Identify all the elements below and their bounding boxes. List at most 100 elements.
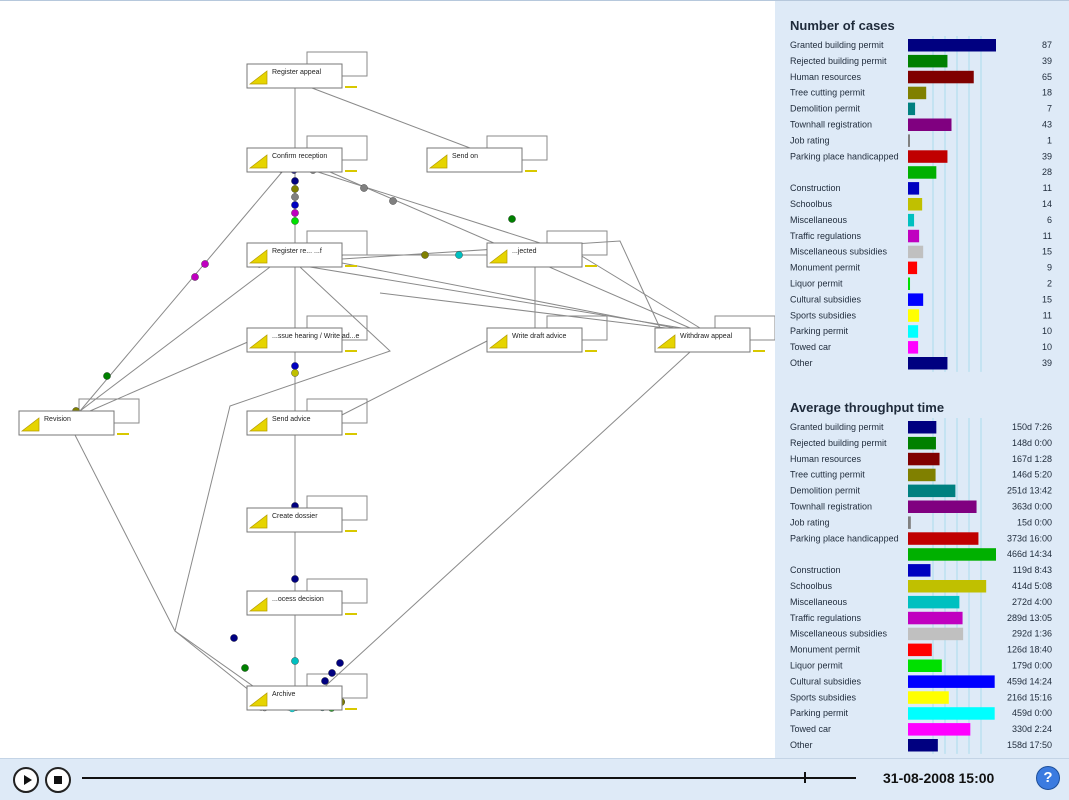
throughput-bar xyxy=(908,595,960,609)
activity-withdraw[interactable]: Withdraw appeal xyxy=(654,327,765,353)
activity-create-dossier[interactable]: Create dossier xyxy=(246,507,357,533)
throughput-row-label: Sports subsidies xyxy=(790,692,857,702)
throughput-row-value: 373d 16:00 xyxy=(1007,533,1052,543)
play-button[interactable] xyxy=(13,767,39,793)
throughput-bar xyxy=(908,675,995,688)
throughput-row-value: 148d 0:00 xyxy=(1012,438,1052,448)
flow-edge xyxy=(311,87,471,149)
activity-register-appeal[interactable]: Register appeal xyxy=(246,63,357,89)
cases-row-value: 28 xyxy=(1042,167,1052,177)
cases-row-label: Construction xyxy=(790,183,841,193)
case-token xyxy=(291,369,299,377)
self-loop-edge xyxy=(306,398,368,424)
timeline-slider[interactable] xyxy=(82,777,856,779)
cases-bar xyxy=(908,277,911,290)
help-button[interactable]: ? xyxy=(1036,766,1060,790)
throughput-row-value: 289d 13:05 xyxy=(1007,613,1052,623)
flow-edge xyxy=(379,292,691,332)
cases-row-value: 87 xyxy=(1042,40,1052,50)
cases-row-value: 10 xyxy=(1042,342,1052,352)
activity-icon xyxy=(248,597,268,612)
activity-send-advice[interactable]: Send advice xyxy=(246,410,357,436)
cases-row-label: Parking permit xyxy=(790,326,849,336)
activity-icon xyxy=(248,249,268,264)
cases-row-label: Miscellaneous subsidies xyxy=(790,247,888,257)
activity-queue-marker xyxy=(345,708,357,710)
cases-row-value: 14 xyxy=(1042,199,1052,209)
activity-icon xyxy=(248,154,268,169)
flow-edge xyxy=(341,240,661,329)
self-loop-edge xyxy=(306,673,368,699)
activity-send-on[interactable]: Send on xyxy=(426,147,537,173)
cases-bar xyxy=(908,198,923,211)
throughput-row-label: Townhall registration xyxy=(790,502,872,512)
activity-icon xyxy=(248,334,268,349)
throughput-row-label: Demolition permit xyxy=(790,486,861,496)
flow-edge xyxy=(341,262,691,332)
activity-queue-marker xyxy=(345,170,357,172)
cases-row-label: Granted building permit xyxy=(790,40,884,50)
throughput-row-label: Parking permit xyxy=(790,708,849,718)
self-loop-edge xyxy=(306,135,368,161)
throughput-row-value: 216d 15:16 xyxy=(1007,692,1052,702)
activity-register-request[interactable]: Register re... ...f xyxy=(246,242,357,268)
self-loop-edge xyxy=(306,51,368,77)
throughput-row-value: 466d 14:34 xyxy=(1007,549,1052,559)
throughput-row-label: Other xyxy=(790,740,813,750)
cases-row-label: Tree cutting permit xyxy=(790,88,865,98)
case-token xyxy=(291,177,299,185)
self-loop-edge xyxy=(546,315,608,341)
activity-icon xyxy=(248,70,268,85)
throughput-panel-title: Average throughput time xyxy=(790,400,945,415)
cases-row-label: Townhall registration xyxy=(790,120,872,130)
throughput-row-label: Human resources xyxy=(790,454,862,464)
activity-icon xyxy=(20,417,40,432)
case-token xyxy=(508,215,516,223)
activity-confirm-reception[interactable]: Confirm reception xyxy=(246,147,357,173)
activity-icon xyxy=(248,514,268,529)
cases-row-label: Sports subsidies xyxy=(790,310,857,320)
throughput-row-value: 119d 8:43 xyxy=(1013,565,1052,575)
activity-label: ...ocess decision xyxy=(272,596,324,603)
activity-rejected[interactable]: ...jected xyxy=(486,242,597,268)
stop-button[interactable] xyxy=(45,767,71,793)
activity-label: Revision xyxy=(44,416,71,423)
throughput-bar xyxy=(908,532,979,545)
current-datetime: 31-08-2008 15:00 xyxy=(883,770,995,786)
throughput-row-label: Rejected building permit xyxy=(790,438,887,448)
activity-process-decision[interactable]: ...ocess decision xyxy=(246,590,357,616)
throughput-row-value: 251d 13:42 xyxy=(1007,486,1052,496)
cases-bar xyxy=(908,134,910,147)
activity-hearing[interactable]: ...ssue hearing / Write ad...e xyxy=(246,327,360,353)
cases-row-label: Miscellaneous xyxy=(790,215,848,225)
cases-row-value: 2 xyxy=(1047,279,1052,289)
cases-row-value: 43 xyxy=(1042,120,1052,130)
case-token xyxy=(421,251,429,259)
throughput-row-value: 330d 2:24 xyxy=(1012,724,1052,734)
flow-edges xyxy=(74,51,775,699)
cases-bar xyxy=(908,213,915,227)
activity-revision[interactable]: Revision xyxy=(18,410,129,436)
cases-row-label: Traffic regulations xyxy=(790,231,862,241)
activity-label: ...jected xyxy=(512,248,537,255)
cases-bar xyxy=(908,86,927,100)
throughput-row-label: Tree cutting permit xyxy=(790,470,865,480)
cases-row-value: 7 xyxy=(1047,104,1052,114)
cases-row-value: 15 xyxy=(1042,247,1052,257)
case-token xyxy=(455,251,463,259)
activity-queue-marker xyxy=(117,433,129,435)
activity-write-draft[interactable]: Write draft advice xyxy=(486,327,597,353)
throughput-bar xyxy=(908,484,956,498)
case-token xyxy=(230,634,238,642)
flow-edge xyxy=(79,171,283,412)
activity-archive[interactable]: Archive xyxy=(246,685,357,711)
cases-row-value: 11 xyxy=(1043,231,1052,241)
self-loop-edge xyxy=(486,135,548,161)
cases-row-label: Parking place handicapped xyxy=(790,151,899,161)
flow-edge xyxy=(319,351,691,692)
timeline-thumb[interactable] xyxy=(803,772,806,783)
flow-edge xyxy=(329,340,488,422)
